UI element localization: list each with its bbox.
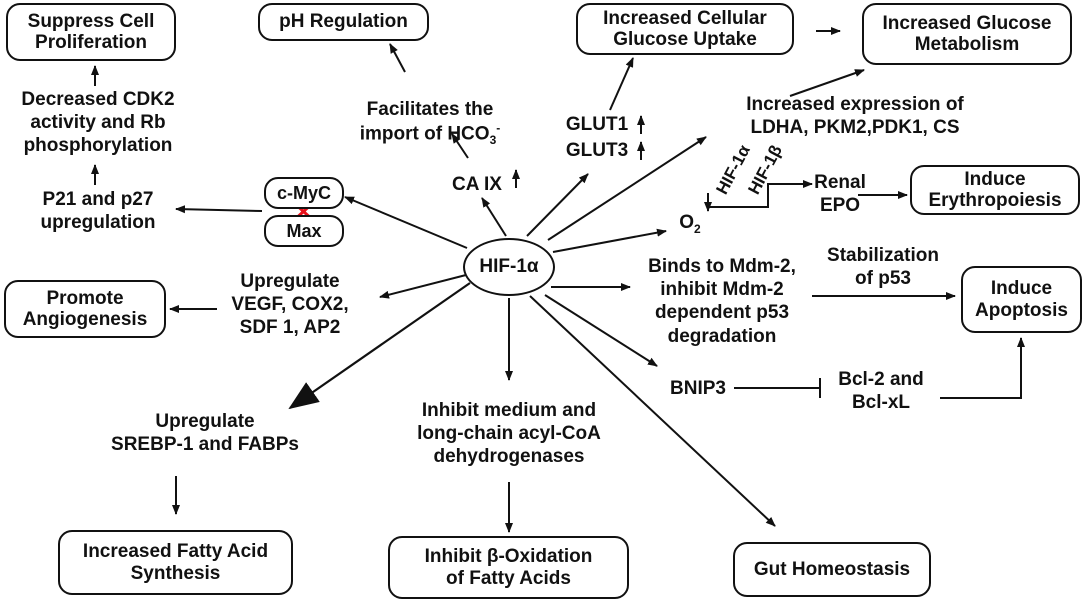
box-inhibit-beta-oxidation: Inhibit β-Oxidation of Fatty Acids bbox=[388, 536, 629, 599]
label-acyl: Inhibit medium and long-chain acyl-CoA d… bbox=[417, 400, 601, 468]
box-ph-regulation: pH Regulation bbox=[258, 3, 429, 41]
label-o2-text: O bbox=[679, 212, 695, 234]
arrow-hif-to-glut bbox=[526, 173, 589, 237]
arrow-hif-to-srebp bbox=[288, 282, 471, 410]
arrow-glut-to-uptake bbox=[609, 57, 634, 111]
label-ca9: CA IX bbox=[452, 174, 502, 195]
arrow-o2-to-renal bbox=[708, 180, 813, 208]
arrow-hif-to-ca9 bbox=[481, 197, 507, 237]
label-o2-sub: 2 bbox=[694, 221, 701, 236]
arrow-hif-to-vegf bbox=[379, 274, 467, 299]
arrow-hif-to-gut bbox=[529, 295, 776, 527]
arrow-hco3-to-ph bbox=[389, 43, 406, 73]
label-p53: Stabilization of p53 bbox=[827, 245, 939, 290]
arrow-ldha-to-metabolism bbox=[789, 69, 865, 97]
label-hco3-sub: 3 bbox=[489, 133, 497, 148]
label-hco3: Facilitates the import of HCO3- bbox=[340, 75, 520, 148]
arrow-ca9-to-hco3 bbox=[451, 133, 469, 159]
label-glut1: GLUT1 bbox=[565, 114, 629, 135]
box-increased-glucose-uptake: Increased Cellular Glucose Uptake bbox=[576, 3, 794, 55]
box-promote-angiogenesis: Promote Angiogenesis bbox=[4, 280, 166, 338]
label-cdk2: Decreased CDK2 activity and Rb phosphory… bbox=[21, 89, 175, 157]
label-vegf: Upregulate VEGF, COX2, SDF 1, AP2 bbox=[231, 271, 349, 339]
label-srebp: Upregulate SREBP-1 and FABPs bbox=[111, 411, 299, 456]
arrow-hif-to-bnip3 bbox=[544, 294, 658, 367]
box-induce-erythropoiesis: Induce Erythropoiesis bbox=[910, 165, 1080, 215]
complex-cmyc: c-MyC bbox=[264, 177, 344, 209]
arrow-hif-to-ldha bbox=[547, 136, 707, 241]
label-ldha: Increased expression of LDHA, PKM2,PDK1,… bbox=[746, 94, 964, 139]
label-o2: O2 bbox=[675, 188, 705, 237]
label-hco3-sup: - bbox=[496, 121, 501, 136]
box-gut-homeostasis: Gut Homeostasis bbox=[733, 542, 931, 597]
arrow-bcl2-to-apoptosis bbox=[940, 337, 1025, 399]
box-induce-apoptosis: Induce Apoptosis bbox=[961, 266, 1082, 333]
label-hco3-text: Facilitates the import of HCO bbox=[359, 99, 494, 145]
label-p21-p27: P21 and p27 upregulation bbox=[40, 189, 156, 234]
box-suppress-cell-proliferation: Suppress Cell Proliferation bbox=[6, 3, 176, 61]
label-bcl2: Bcl-2 and Bcl-xL bbox=[838, 369, 924, 414]
label-renal-epo: Renal EPO bbox=[814, 172, 866, 217]
label-mdm2: Binds to Mdm-2, inhibit Mdm-2 dependent … bbox=[648, 256, 796, 347]
label-glut3: GLUT3 bbox=[565, 140, 629, 161]
arrow-hif-to-o2 bbox=[552, 228, 667, 253]
arrow-hif-to-complex bbox=[344, 196, 468, 249]
complex-max: Max bbox=[264, 215, 344, 247]
node-hif-1a: HIF-1α bbox=[463, 238, 555, 296]
label-bnip3: BNIP3 bbox=[670, 378, 726, 399]
box-increased-glucose-metabolism: Increased Glucose Metabolism bbox=[862, 3, 1072, 65]
box-increased-fatty-acid-synthesis: Increased Fatty Acid Synthesis bbox=[58, 530, 293, 595]
arrow-complex-to-p21 bbox=[175, 205, 263, 214]
